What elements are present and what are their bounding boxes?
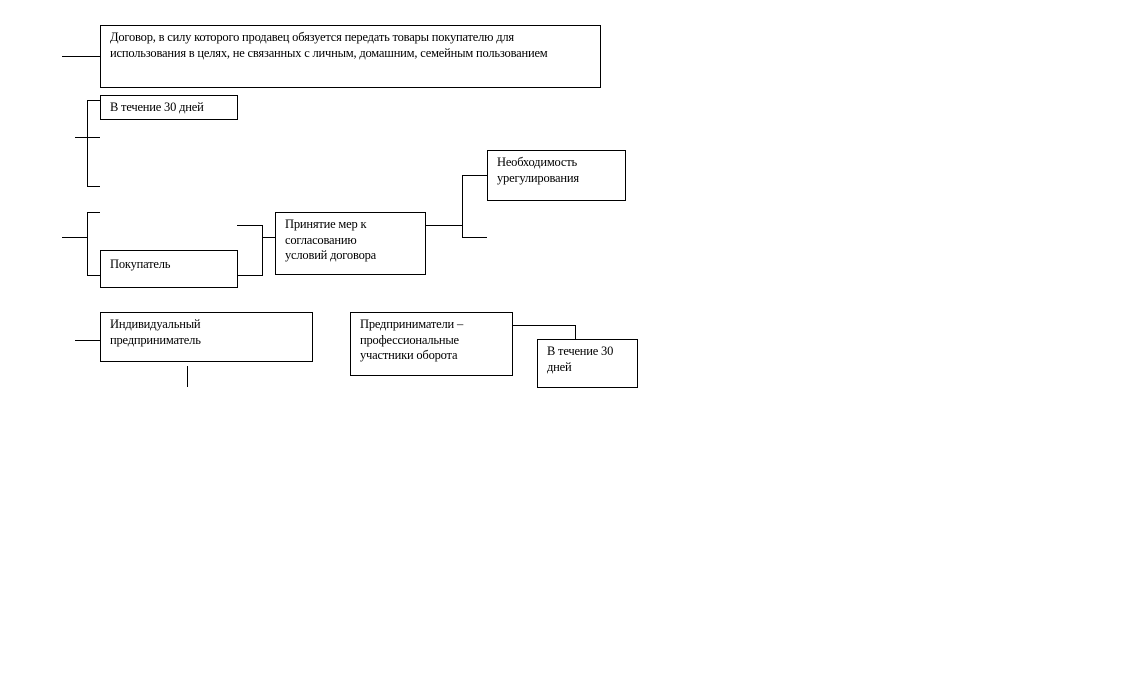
node-within-30-days-top: В течение 30 дней bbox=[100, 95, 238, 120]
node-individual-entrepreneur: Индивидуальный предприниматель bbox=[100, 312, 313, 362]
node-buyer: Покупатель bbox=[100, 250, 238, 288]
node-within-30-days-bottom: В течение 30 дней bbox=[537, 339, 638, 388]
node-measures-agreement: Принятие мер к согласованию условий дого… bbox=[275, 212, 426, 275]
node-contract-definition: Договор, в силу которого продавец обязуе… bbox=[100, 25, 601, 88]
node-entrepreneurs-professional: Предприниматели – профессиональные участ… bbox=[350, 312, 513, 376]
node-need-for-settlement: Необходимость урегулирования bbox=[487, 150, 626, 201]
